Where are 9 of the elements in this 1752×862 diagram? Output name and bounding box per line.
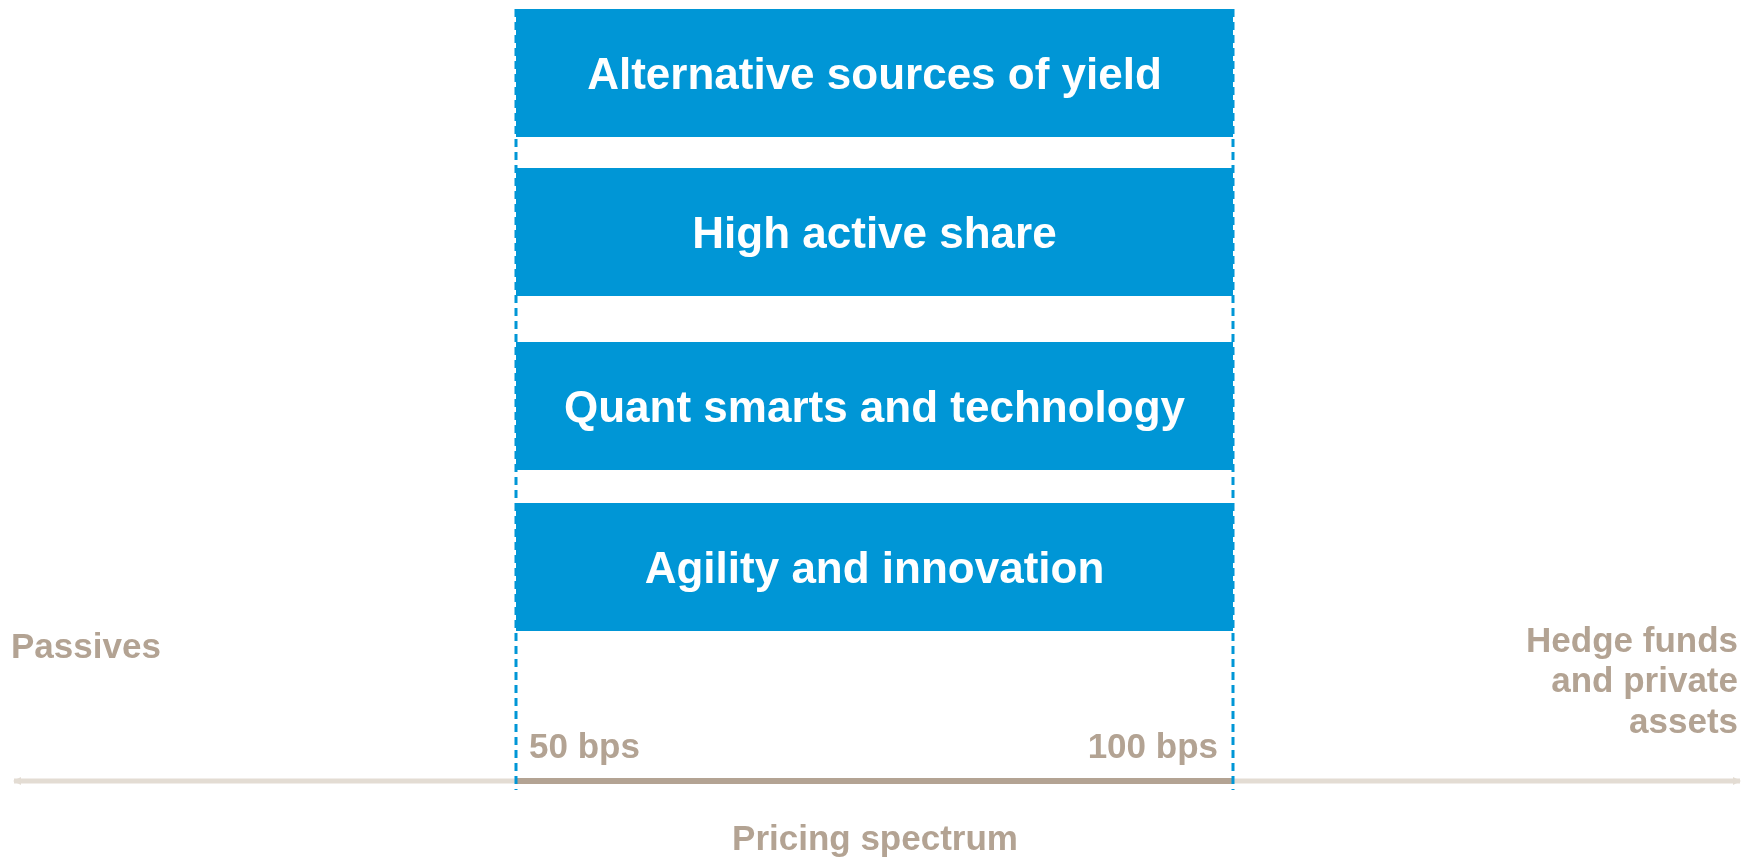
axis-label: Hedge funds and private assets (1525, 620, 1738, 741)
feature-box: Alternative sources of yield (516, 9, 1233, 137)
feature-box: High active share (516, 168, 1233, 296)
axis-label: Pricing spectrum (731, 818, 1019, 859)
axis-label: 50 bps (529, 726, 641, 767)
feature-box: Quant smarts and technology (516, 342, 1233, 470)
axis-label: Passives (11, 626, 162, 667)
feature-box: Agility and innovation (516, 503, 1233, 631)
axis-label: 100 bps (1086, 726, 1218, 767)
